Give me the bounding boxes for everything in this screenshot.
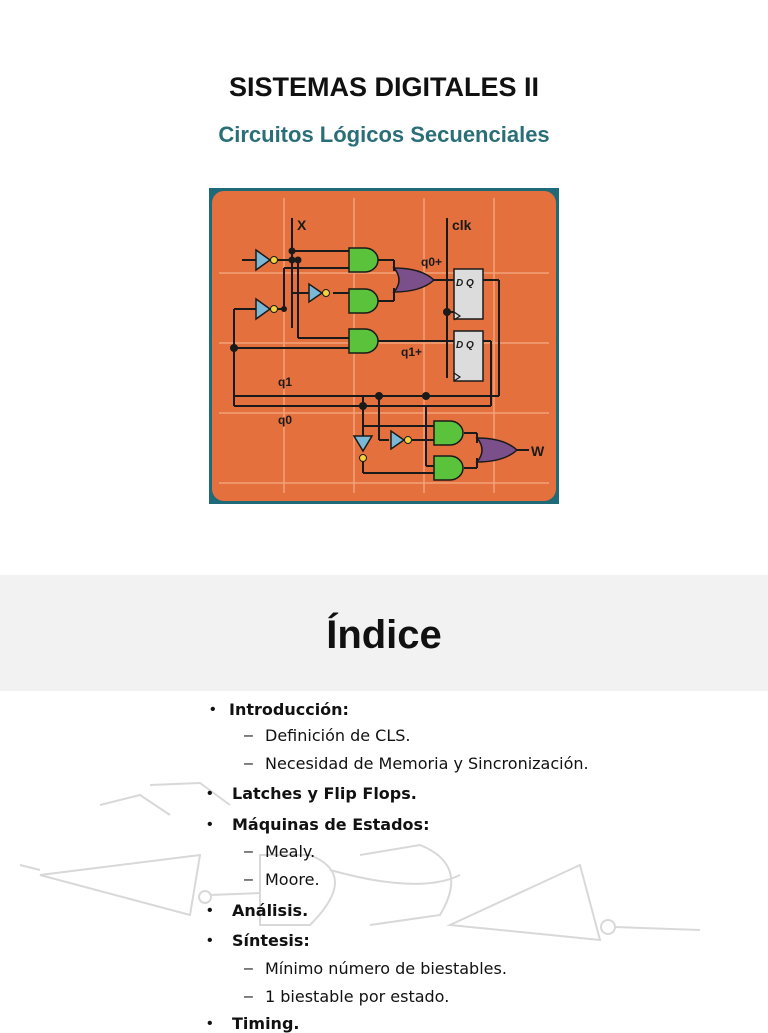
index-header-band: Índice — [0, 575, 768, 691]
bullet-marker: • — [207, 1015, 213, 1032]
dash-marker: – — [244, 871, 253, 888]
q1-label: q1 — [278, 375, 292, 389]
toc-item-introduccion: Introducción: — [229, 700, 349, 719]
bullet-marker: • — [207, 785, 213, 802]
clk-label: clk — [452, 217, 472, 233]
toc-subitem-biestable: 1 biestable por estado. — [265, 987, 450, 1006]
toc-item-sintesis: Síntesis: — [232, 931, 310, 950]
dash-marker: – — [244, 960, 253, 977]
w-label: W — [531, 443, 545, 459]
toc-subitem-minimo: Mínimo número de biestables. — [265, 959, 507, 978]
ff1-dq-label: D Q — [456, 340, 474, 351]
q0-label: q0 — [278, 413, 292, 427]
index-slide: Índice • Introducción: – Definición de C… — [0, 575, 768, 1033]
toc-item-analisis: Análisis. — [232, 901, 309, 920]
bullet-marker: • — [207, 932, 213, 949]
toc-subitem-mealy: Mealy. — [265, 842, 316, 861]
q1-next-label: q1+ — [401, 345, 422, 359]
toc-item-maquinas: Máquinas de Estados: — [232, 815, 430, 834]
toc-subitem-moore: Moore. — [265, 870, 320, 889]
dash-marker: – — [244, 755, 253, 772]
slide-title: SISTEMAS DIGITALES II — [228, 72, 540, 102]
slide-subtitle: Circuitos Lógicos Secuenciales — [218, 122, 550, 147]
ff0-dq-label: D Q — [456, 278, 474, 289]
bullet-marker: • — [207, 816, 213, 833]
bullet-marker: • — [207, 902, 213, 919]
index-title: Índice — [326, 613, 442, 657]
title-slide: SISTEMAS DIGITALES II Circuitos Lógicos … — [209, 72, 559, 504]
bullet-marker: • — [210, 701, 216, 718]
table-of-contents: • Introducción: – Definición de CLS. – N… — [0, 575, 768, 1033]
toc-subitem-definicion: Definición de CLS. — [265, 726, 411, 745]
dash-marker: – — [244, 727, 253, 744]
toc-subitem-memoria: Necesidad de Memoria y Sincronización. — [265, 754, 589, 773]
sequential-circuit-diagram: X clk q0+ q1+ q1 q0 D Q D Q W — [209, 188, 559, 504]
dash-marker: – — [244, 843, 253, 860]
toc-item-latches: Latches y Flip Flops. — [232, 784, 417, 803]
watermark-gates-drawing — [19, 781, 701, 942]
q0-next-label: q0+ — [421, 255, 442, 269]
x-label: X — [297, 217, 307, 233]
dash-marker: – — [244, 988, 253, 1005]
